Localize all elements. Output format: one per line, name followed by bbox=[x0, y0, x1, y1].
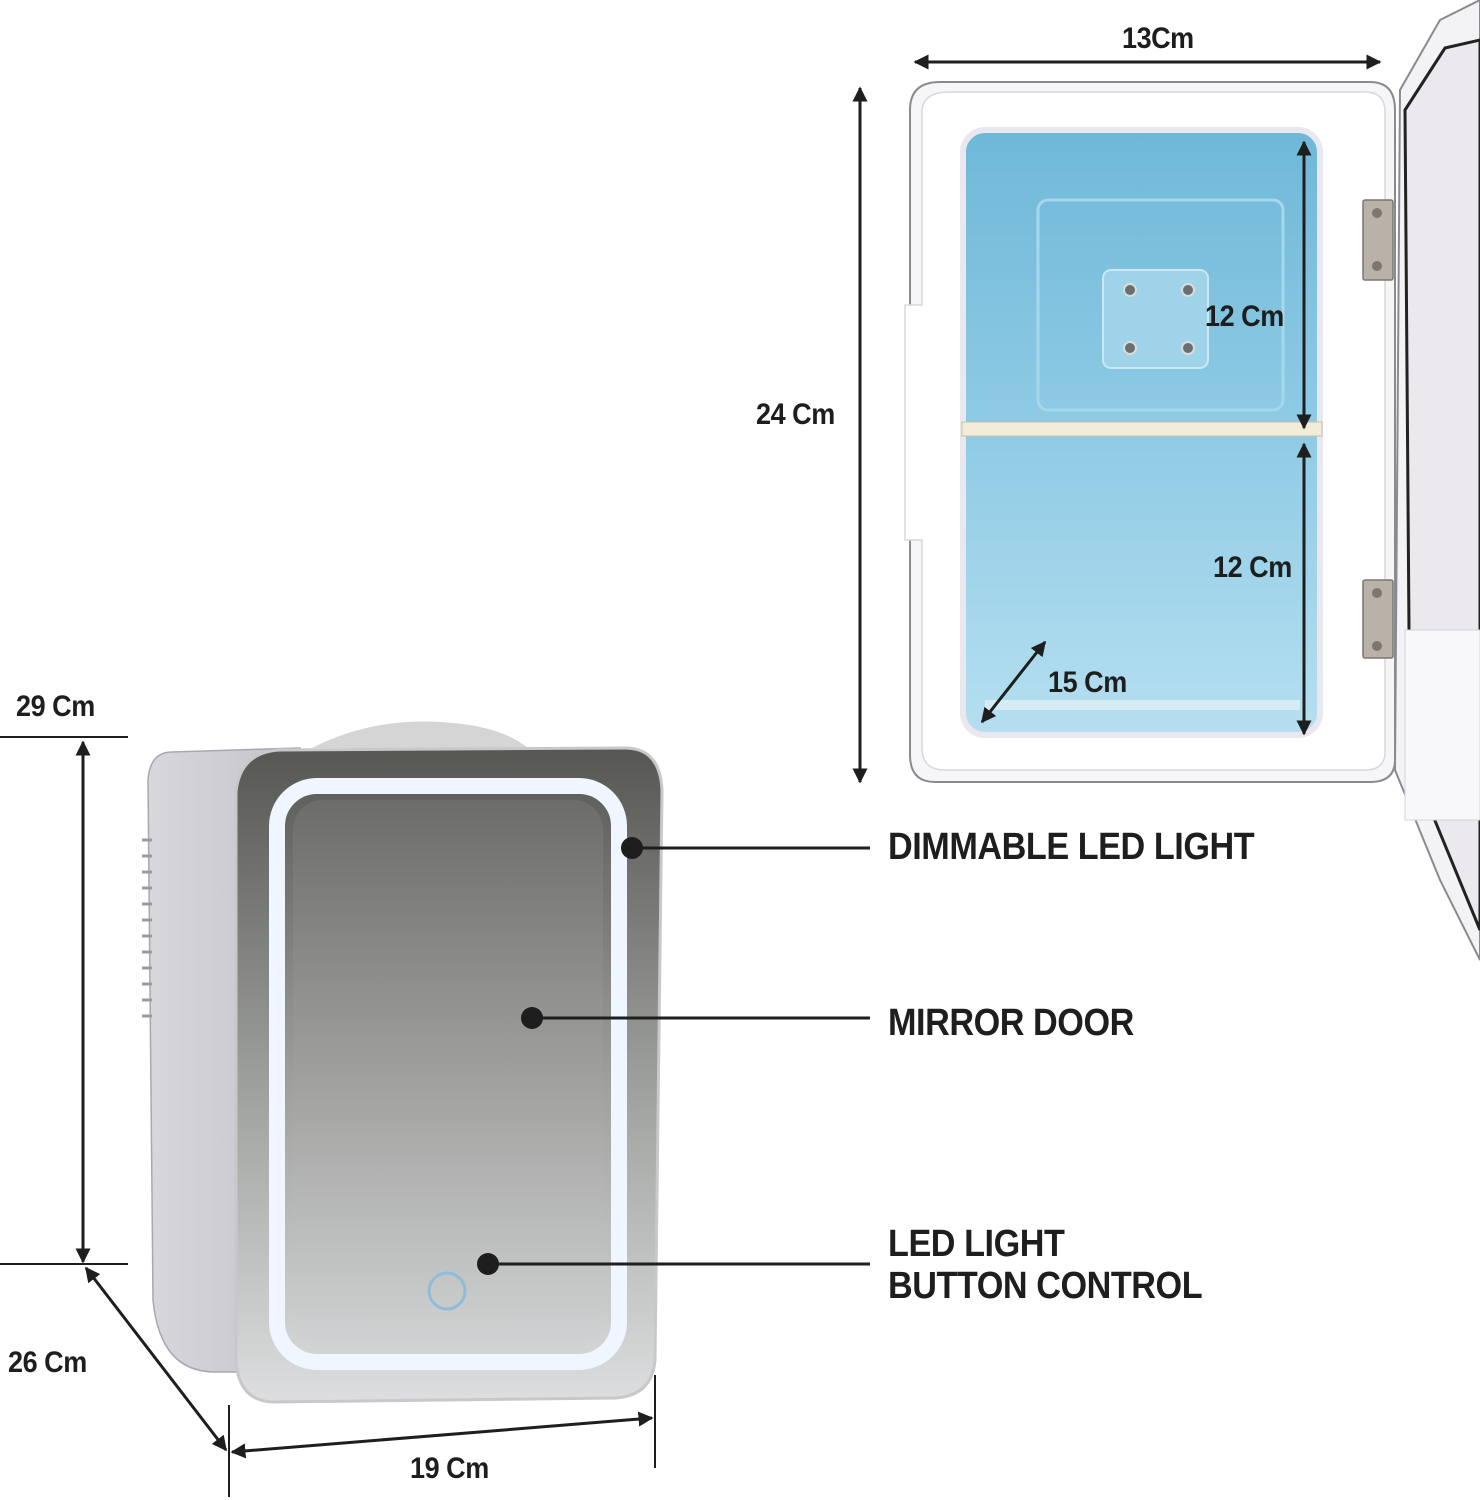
vent-slots bbox=[142, 838, 152, 1018]
open-height-label: 24 Cm bbox=[756, 398, 835, 431]
depth-arrow-26 bbox=[84, 1266, 228, 1452]
callout-led-light-line1: LED LIGHT bbox=[888, 1223, 1065, 1265]
led-light-strip bbox=[269, 778, 627, 1370]
callout-dimmable-led-light: DIMMABLE LED LIGHT bbox=[888, 826, 1255, 868]
width-arrow-19 bbox=[230, 1411, 654, 1459]
top-handle bbox=[312, 721, 528, 748]
callout-button-control-line2: BUTTON CONTROL bbox=[888, 1265, 1203, 1307]
hinge-bottom bbox=[1362, 579, 1394, 659]
closed-depth-label: 26 Cm bbox=[8, 1346, 87, 1379]
depth-label: 15 Cm bbox=[1048, 666, 1127, 699]
closed-width-label: 19 Cm bbox=[410, 1452, 489, 1485]
lower-compartment-label: 12 Cm bbox=[1213, 551, 1292, 584]
screw-icons bbox=[1123, 283, 1195, 355]
upper-compartment-label: 12 Cm bbox=[1205, 300, 1284, 333]
closed-height-label: 29 Cm bbox=[16, 690, 95, 723]
hinge-top bbox=[1362, 199, 1394, 281]
depth-arrow-15 bbox=[980, 640, 1047, 724]
open-width-label: 13Cm bbox=[1122, 22, 1194, 55]
open-fridge bbox=[904, 0, 1480, 961]
callout-leaders bbox=[477, 837, 870, 1275]
callout-mirror-door: MIRROR DOOR bbox=[888, 1002, 1134, 1044]
closed-fridge bbox=[142, 721, 664, 1404]
led-button-icon bbox=[427, 1271, 467, 1311]
mirror-door bbox=[293, 800, 603, 1348]
shelf bbox=[961, 421, 1323, 437]
